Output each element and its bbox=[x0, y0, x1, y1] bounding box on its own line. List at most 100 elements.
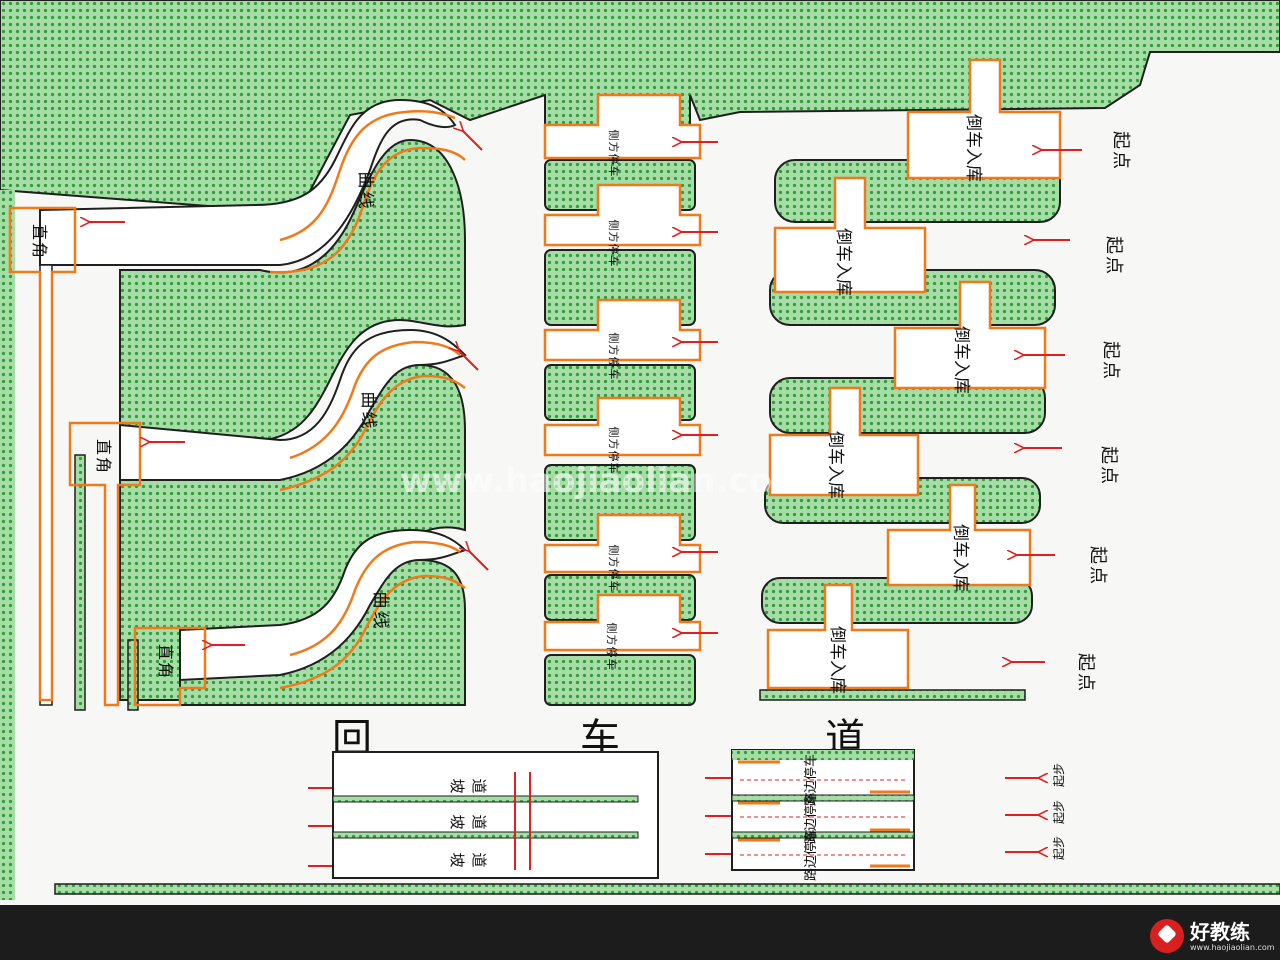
side-parking-label-char: 侧 bbox=[607, 545, 620, 556]
start-point-char: 点 bbox=[1110, 151, 1131, 169]
side-parking-label-char: 方 bbox=[605, 635, 619, 646]
side-parking-label-char: 侧 bbox=[607, 427, 620, 438]
curve-guide-1a bbox=[279, 110, 456, 242]
start-point-char: 起 bbox=[1100, 341, 1121, 359]
left-road-strip-1 bbox=[39, 264, 53, 706]
start-point-char: 起 bbox=[1098, 446, 1119, 464]
green-area-bottom bbox=[54, 883, 1280, 895]
side-parking-label-char: 方 bbox=[607, 345, 621, 356]
side-parking-label-char: 车 bbox=[607, 166, 621, 177]
side-parking-label-char: 方 bbox=[607, 142, 621, 153]
slope-labels: 坡道坡道坡道 bbox=[448, 778, 488, 867]
reverse-parking-label: 倒车入库 bbox=[951, 326, 971, 394]
curve-road-2 bbox=[119, 328, 467, 481]
curve-label-char: 曲 bbox=[355, 172, 375, 189]
left-road-strip-2 bbox=[74, 454, 86, 711]
slope-label-char: 道 bbox=[470, 852, 488, 867]
side-parking-label-char: 侧 bbox=[605, 623, 618, 634]
side-parking-label-char: 方 bbox=[607, 232, 621, 243]
roadside-parking-area bbox=[731, 749, 915, 871]
watermark: www.haojiaolian.com bbox=[400, 461, 807, 501]
curve-label-char: 曲 bbox=[358, 392, 378, 409]
start-point-char: 点 bbox=[1075, 673, 1096, 691]
curve-guide-2b bbox=[279, 374, 466, 492]
slope-label-char: 坡 bbox=[448, 778, 466, 793]
side-parking-label-char: 侧 bbox=[607, 220, 620, 231]
side-parking-label-char: 停 bbox=[607, 451, 621, 462]
side-parking-label-char: 车 bbox=[605, 659, 619, 670]
direction-arrows bbox=[88, 130, 1082, 866]
left-road-strip-3 bbox=[127, 639, 139, 711]
side-parking-label-char: 停 bbox=[607, 569, 621, 580]
curve-label-char: 曲 bbox=[370, 592, 390, 609]
reverse-parking-bays bbox=[766, 58, 1062, 690]
roadside-parking-label: 路边停车 bbox=[803, 754, 819, 806]
start-off-label: 起步 bbox=[1052, 836, 1066, 860]
start-point-char: 起 bbox=[1103, 236, 1124, 254]
slope-label-char: 道 bbox=[470, 778, 488, 793]
side-parking-label-char: 侧 bbox=[607, 333, 620, 344]
slope-area bbox=[332, 751, 659, 879]
reverse-parking-label: 倒车入库 bbox=[950, 524, 970, 592]
green-block-curve-1 bbox=[119, 138, 466, 700]
side-parking-bays bbox=[543, 93, 702, 652]
roadside-parking-label: 路边停车 bbox=[803, 829, 819, 881]
side-parking-label-char: 车 bbox=[607, 463, 621, 474]
right-angle-label-char: 角 bbox=[156, 662, 175, 678]
reverse-parking-label: 倒车入库 bbox=[827, 626, 847, 694]
side-parking-label-char: 车 bbox=[607, 581, 621, 592]
brand-name: 好教练 bbox=[1190, 919, 1250, 944]
direction-arrow bbox=[468, 550, 489, 571]
side-parking-label-char: 方 bbox=[607, 557, 621, 568]
direction-arrow bbox=[458, 350, 479, 371]
slope-label-char: 坡 bbox=[448, 814, 466, 829]
start-off-label: 起步 bbox=[1052, 800, 1066, 824]
board-frame bbox=[0, 905, 1280, 960]
curve-guide-3a bbox=[289, 540, 461, 657]
brand-url: www.haojiaolian.com bbox=[1190, 942, 1275, 952]
curve-label-char: 线 bbox=[355, 192, 375, 209]
start-point-char: 点 bbox=[1103, 256, 1124, 274]
right-angle-label-char: 角 bbox=[30, 242, 49, 258]
curve-guide-2a bbox=[289, 340, 461, 460]
start-point-char: 点 bbox=[1098, 466, 1119, 484]
side-parking-label-char: 侧 bbox=[607, 130, 620, 141]
side-parking-label-char: 车 bbox=[607, 369, 621, 380]
slope-label-char: 坡 bbox=[448, 852, 466, 867]
curve-guide-3b bbox=[279, 574, 466, 690]
start-point-char: 起 bbox=[1087, 546, 1108, 564]
curve-guide-1b bbox=[269, 146, 466, 274]
right-angle-box-3 bbox=[133, 626, 207, 707]
side-parking-label-char: 停 bbox=[607, 154, 621, 165]
right-angle-label-char: 直 bbox=[94, 439, 113, 455]
brand-logo-icon bbox=[1150, 919, 1184, 953]
right-angle-box-1 bbox=[8, 206, 77, 702]
start-off-label: 起步 bbox=[1052, 763, 1066, 787]
side-parking-label-char: 车 bbox=[607, 256, 621, 267]
brand-badge: 好教练 www.haojiaolian.com bbox=[1150, 916, 1278, 956]
curve-label-char: 线 bbox=[370, 612, 390, 629]
curve-label-char: 线 bbox=[358, 412, 378, 429]
start-point-char: 点 bbox=[1100, 361, 1121, 379]
right-angle-label-char: 直 bbox=[30, 224, 49, 240]
slope-label-char: 道 bbox=[470, 814, 488, 829]
side-parking-label-char: 停 bbox=[607, 244, 621, 255]
start-point-char: 起 bbox=[1110, 131, 1131, 149]
right-angle-label-char: 直 bbox=[156, 644, 175, 660]
reverse-parking-label: 倒车入库 bbox=[963, 114, 983, 182]
side-parking-label-char: 停 bbox=[607, 357, 621, 368]
side-parking-label-char: 方 bbox=[607, 439, 621, 450]
side-parking-label-char: 停 bbox=[605, 647, 619, 658]
start-point-char: 点 bbox=[1087, 566, 1108, 584]
roadside-parking-label: 路边停车 bbox=[803, 792, 819, 844]
reverse-parking-label: 倒车入库 bbox=[825, 431, 845, 499]
reverse-parking-label: 倒车入库 bbox=[833, 228, 853, 296]
